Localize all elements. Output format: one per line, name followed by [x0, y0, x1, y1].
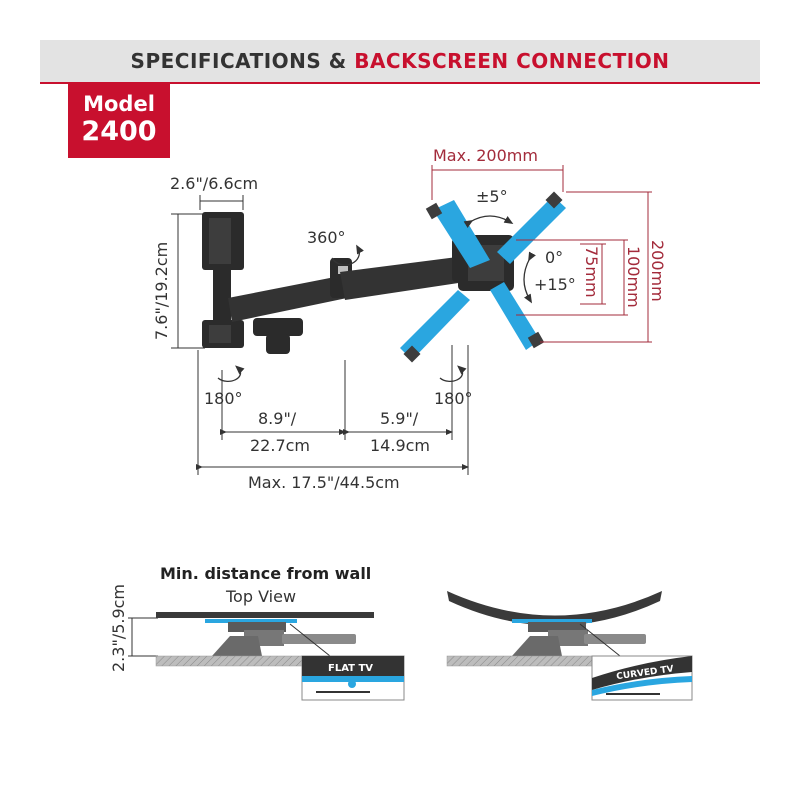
arm2-inch-label: 5.9"/ [380, 409, 419, 428]
curved-tv-callout: CURVED TV [591, 655, 693, 701]
swivel-left-label: 180° [204, 389, 243, 408]
vesa-200-label: 200mm [648, 240, 667, 302]
vesa-bracket [400, 191, 566, 363]
max-extension-label: Max. 17.5"/44.5cm [248, 473, 400, 492]
max-200mm-label: Max. 200mm [433, 146, 538, 165]
header-title-part2: BACKSCREEN CONNECTION [354, 49, 670, 73]
swing-arm [228, 238, 474, 354]
model-number: 2400 [81, 116, 157, 147]
flat-tv-topview [155, 612, 375, 667]
swivel-left-arrow [217, 365, 245, 382]
flat-tv-label: FLAT TV [328, 663, 373, 674]
tilt-side-label: ±5° [476, 187, 508, 206]
wall-plate [202, 212, 244, 348]
curved-tv-topview [446, 591, 666, 667]
header-title-part1: SPECIFICATIONS & [130, 49, 355, 73]
rotation-360-arrow [331, 244, 364, 266]
arm1-inch-label: 8.9"/ [258, 409, 297, 428]
flat-tv-callout: FLAT TV [301, 655, 405, 701]
model-badge: Model 2400 [68, 84, 170, 158]
wall-distance-label: 2.3"/5.9cm [109, 584, 128, 672]
top-view-label: Top View [225, 587, 296, 606]
curved-callout-line [579, 623, 621, 657]
vesa-100-label: 100mm [624, 246, 643, 308]
tilt-15-label: +15° [534, 275, 576, 294]
swivel-right-arrow [439, 365, 467, 382]
flat-callout-line [289, 623, 331, 657]
depth-label: 2.6"/6.6cm [170, 174, 258, 193]
model-label: Model [83, 92, 155, 116]
arm1-cm-label: 22.7cm [250, 436, 310, 455]
swivel-right-label: 180° [434, 389, 473, 408]
tilt-arrow [523, 251, 536, 304]
vesa-75-label: 75mm [582, 246, 601, 298]
min-distance-title: Min. distance from wall [160, 564, 371, 583]
tilt-0-label: 0° [545, 248, 563, 267]
spec-header: SPECIFICATIONS & BACKSCREEN CONNECTION [40, 40, 760, 84]
height-label: 7.6"/19.2cm [152, 242, 171, 340]
arm2-cm-label: 14.9cm [370, 436, 430, 455]
tilt-side-arrow [463, 215, 514, 229]
rotation-360-label: 360° [307, 228, 346, 247]
